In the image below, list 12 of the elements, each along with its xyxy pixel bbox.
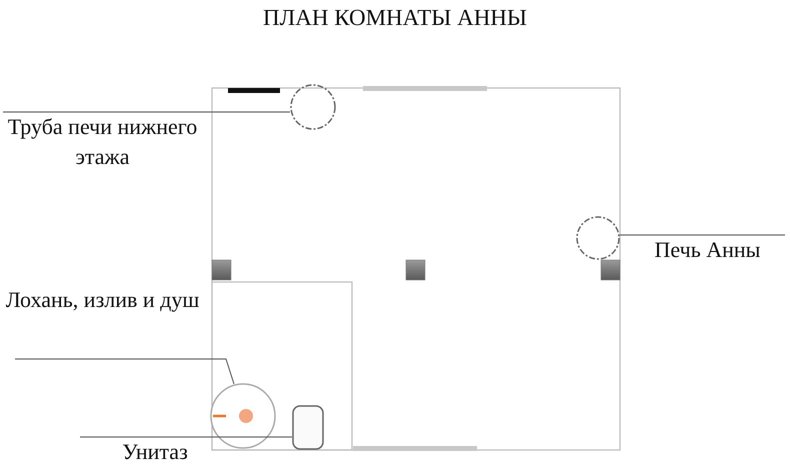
- callout-label: Лохань, излив и душ: [5, 285, 200, 359]
- leader-line: [620, 234, 786, 236]
- plan-title: ПЛАН КОМНАТЫ АННЫ: [262, 5, 528, 31]
- stove-circle: [576, 216, 620, 260]
- leader-line: [80, 436, 292, 438]
- callout-label: Унитаз: [80, 437, 230, 470]
- toilet-drawing: [292, 405, 324, 450]
- leader-line: [14, 358, 234, 384]
- callout-label: Труба печи нижнего этажа: [5, 112, 200, 184]
- chimney-pipe-circle: [290, 84, 336, 130]
- callout-label: Печь Анны: [625, 235, 790, 281]
- washtub-drawing: [210, 383, 276, 449]
